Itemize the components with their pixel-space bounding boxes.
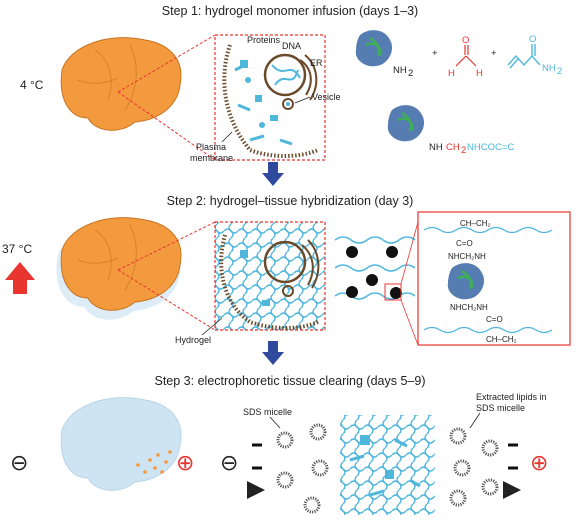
inset-nh-ch2-nh-bottom: NHCH₂NH bbox=[450, 303, 488, 312]
hydrogel-pointer bbox=[201, 317, 223, 336]
down-arrow-2 bbox=[262, 341, 284, 365]
plus-electrode-left: ⊕ bbox=[176, 451, 194, 476]
acrylamide-nh2: NH bbox=[542, 63, 556, 74]
step1-temperature: 4 °C bbox=[20, 78, 44, 92]
inset-zoom-bottom bbox=[400, 299, 419, 346]
inset-co-top: C=O bbox=[456, 239, 473, 248]
down-arrow-1 bbox=[262, 162, 284, 186]
formaldehyde-h-right: H bbox=[476, 68, 483, 79]
extracted-label-line1: Extracted lipids in bbox=[476, 392, 547, 402]
brain-step3-cleared bbox=[60, 397, 182, 491]
sds-pointer bbox=[269, 416, 281, 429]
product-rest: NHCOC=C bbox=[467, 142, 514, 153]
minus-electrode-right: ⊖ bbox=[220, 451, 238, 476]
minus-electrode-left: ⊖ bbox=[10, 451, 28, 476]
sds-micelles-right bbox=[449, 427, 499, 507]
step2-title: Step 2: hydrogel–tissue hybridization (d… bbox=[167, 194, 414, 208]
membrane-pointer bbox=[221, 131, 233, 143]
sds-micelles-left bbox=[276, 423, 329, 514]
plus-electrode-right: ⊕ bbox=[530, 451, 548, 476]
protein-icon-1 bbox=[355, 30, 393, 67]
inset-ch-bottom: CH–CH₂ bbox=[486, 335, 517, 344]
product-nh: NH bbox=[429, 142, 443, 153]
inset-co-bottom: C=O bbox=[486, 315, 503, 324]
acrylamide-o: O bbox=[529, 34, 536, 45]
zoom-line-top-step1 bbox=[117, 34, 216, 93]
formaldehyde-structure bbox=[455, 45, 477, 67]
vesicle-pointer bbox=[294, 96, 311, 104]
nh2-text: NH bbox=[393, 65, 407, 76]
product-ch2-sub: 2 bbox=[461, 145, 466, 156]
label-er: ER bbox=[310, 58, 323, 68]
extracted-lipid-dots bbox=[136, 450, 172, 474]
label-plasma: Plasma bbox=[196, 142, 226, 152]
zoom-line-bottom-step2 bbox=[117, 269, 216, 331]
product-ch2: CH bbox=[446, 142, 460, 153]
acrylamide-structure bbox=[507, 44, 541, 69]
extracted-pointer bbox=[469, 412, 481, 429]
label-membrane: membrane bbox=[190, 153, 233, 163]
chemistry-inset bbox=[417, 211, 571, 346]
label-dna: DNA bbox=[282, 41, 301, 51]
step1-title: Step 1: hydrogel monomer infusion (days … bbox=[162, 4, 418, 18]
plus-sign-2: + bbox=[491, 48, 497, 59]
sds-micelle-label: SDS micelle bbox=[243, 407, 292, 417]
formaldehyde-h-left: H bbox=[448, 68, 455, 79]
hydrogel-cell-box bbox=[214, 221, 326, 331]
extracted-label-line2: SDS micelle bbox=[476, 403, 525, 413]
label-vesicle: Vesicle bbox=[312, 92, 341, 102]
hydrogel-label: Hydrogel bbox=[175, 335, 211, 345]
zoom-line-top-step2 bbox=[117, 221, 216, 271]
label-proteins: Proteins bbox=[247, 35, 281, 45]
black-arrows-left bbox=[252, 443, 262, 490]
nh2-subscript: 2 bbox=[408, 68, 413, 79]
inset-ch-top: CH–CH₂ bbox=[460, 219, 491, 228]
inset-zoom-top bbox=[400, 221, 419, 285]
formaldehyde-o: O bbox=[462, 35, 469, 46]
step2-temperature: 37 °C bbox=[2, 242, 32, 256]
brain-step1 bbox=[60, 37, 182, 131]
protein-icon-2 bbox=[387, 105, 425, 142]
cell-box-step1 bbox=[214, 34, 326, 161]
cleared-hydrogel-tissue bbox=[340, 415, 435, 515]
temperature-up-arrow bbox=[5, 262, 35, 294]
inset-nh-ch2-nh-top: NHCH₂NH bbox=[448, 252, 486, 261]
brain-step2 bbox=[56, 217, 182, 320]
polymer-chains bbox=[334, 236, 416, 301]
step3-title: Step 3: electrophoretic tissue clearing … bbox=[155, 374, 426, 388]
black-arrows-right bbox=[508, 443, 518, 490]
acrylamide-sub2: 2 bbox=[557, 66, 562, 77]
plus-sign-1: + bbox=[432, 48, 438, 59]
